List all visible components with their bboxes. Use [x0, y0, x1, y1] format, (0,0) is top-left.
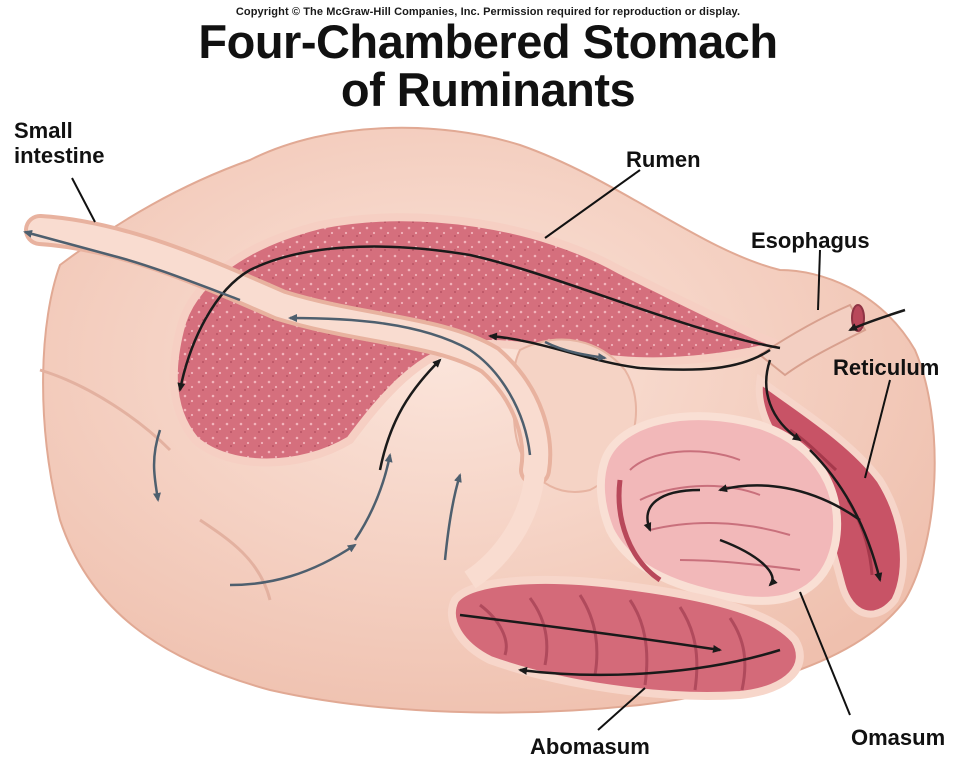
- small-intestine-leader: [72, 178, 95, 222]
- label-small-intestine-line-1: Small: [14, 118, 104, 143]
- label-omasum: Omasum: [851, 725, 945, 750]
- label-small-intestine-line-2: intestine: [14, 143, 104, 168]
- label-rumen: Rumen: [626, 147, 701, 172]
- label-reticulum: Reticulum: [833, 355, 939, 380]
- label-abomasum: Abomasum: [530, 734, 650, 759]
- label-esophagus: Esophagus: [751, 228, 870, 253]
- label-small-intestine: Small intestine: [14, 118, 104, 168]
